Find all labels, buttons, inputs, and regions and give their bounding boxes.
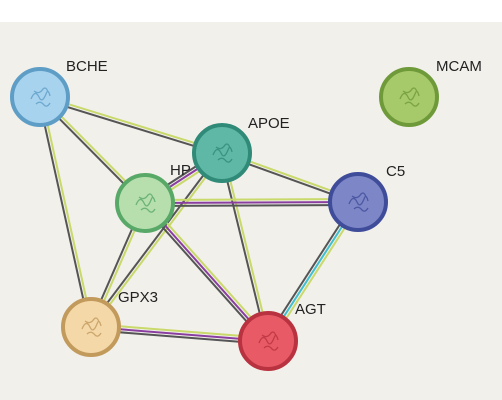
- node-circle: [238, 311, 298, 371]
- node-gpx3[interactable]: GPX3: [61, 289, 158, 357]
- node-agt[interactable]: AGT: [238, 301, 326, 371]
- top-strip: [0, 0, 502, 22]
- protein-structure-icon: [258, 331, 279, 351]
- edge-line: [219, 153, 268, 342]
- node-mcam[interactable]: MCAM: [379, 58, 482, 127]
- node-circle: [10, 67, 70, 127]
- edge-line: [144, 198, 358, 202]
- node-circle: [192, 123, 252, 183]
- node-bche[interactable]: BCHE: [10, 58, 108, 127]
- edge-line: [144, 202, 269, 342]
- edge-line: [89, 151, 222, 327]
- protein-structure-icon: [30, 87, 51, 107]
- edge-line: [37, 97, 91, 328]
- edge-bche-apoe[interactable]: [39, 94, 223, 156]
- edge-line: [40, 94, 223, 153]
- edge-bche-gpx3[interactable]: [37, 96, 94, 328]
- protein-structure-icon: [81, 317, 102, 337]
- node-circle: [328, 172, 388, 232]
- edge-hp-c5[interactable]: [144, 198, 359, 207]
- node-label: BCHE: [66, 58, 108, 75]
- edge-line: [91, 153, 224, 329]
- edge-line: [146, 200, 271, 340]
- node-apoe[interactable]: APOE: [192, 115, 290, 183]
- edge-apoe-agt[interactable]: [219, 152, 271, 342]
- edge-hp-agt[interactable]: [142, 200, 271, 344]
- edge-line: [222, 152, 271, 341]
- node-label: C5: [386, 163, 405, 180]
- node-label: MCAM: [436, 58, 482, 75]
- edge-apoe-gpx3[interactable]: [89, 151, 224, 329]
- protein-structure-icon: [399, 87, 420, 107]
- node-hp[interactable]: HP: [115, 162, 191, 233]
- node-circle: [115, 173, 175, 233]
- edge-line: [144, 201, 359, 204]
- edge-line: [39, 97, 222, 156]
- edge-line: [142, 204, 267, 344]
- protein-structure-icon: [212, 143, 233, 163]
- node-label: GPX3: [118, 289, 158, 306]
- node-circle: [379, 67, 439, 127]
- node-label: APOE: [248, 115, 290, 132]
- node-label: AGT: [295, 301, 326, 318]
- node-label: HP: [170, 162, 191, 179]
- node-circle: [61, 297, 121, 357]
- protein-structure-icon: [348, 192, 369, 212]
- edge-line: [145, 203, 359, 207]
- protein-structure-icon: [135, 193, 156, 213]
- edge-line: [40, 96, 94, 327]
- node-c5[interactable]: C5: [328, 163, 405, 232]
